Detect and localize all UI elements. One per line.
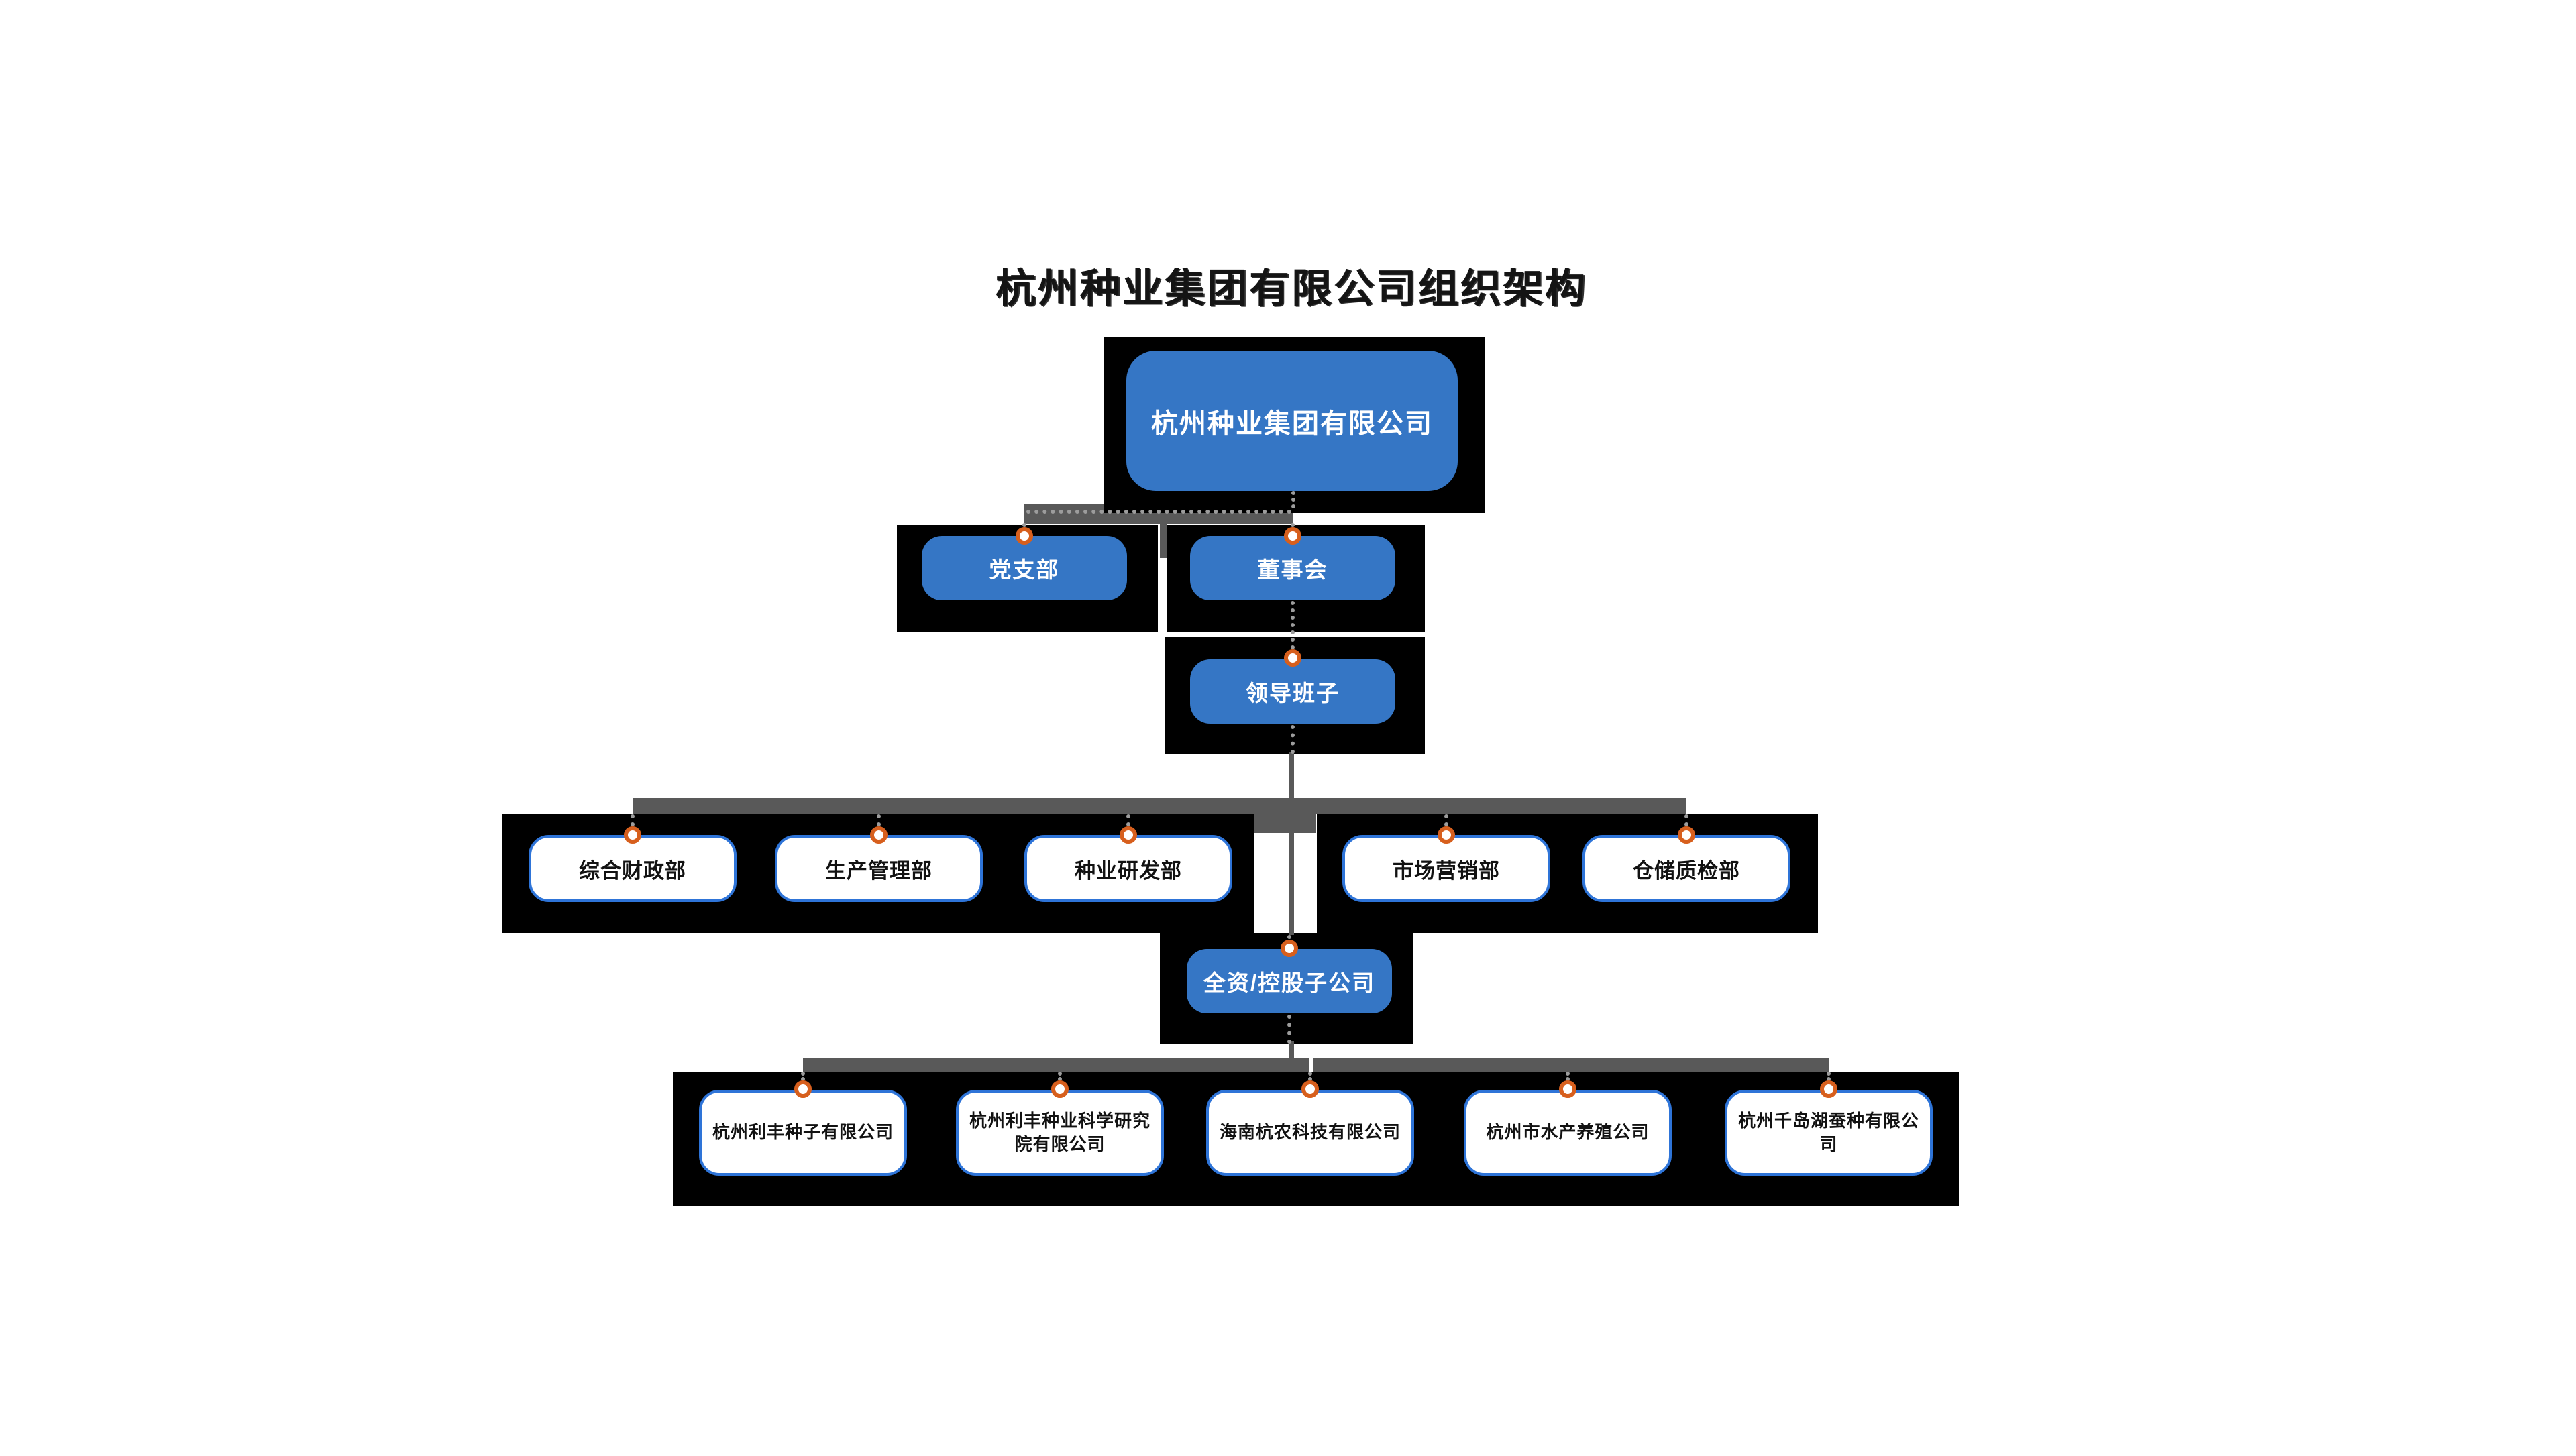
- dotted-drop-dept-3: [1126, 814, 1130, 826]
- dotted-drop-sub-4: [1566, 1072, 1570, 1081]
- dotted-root-down: [1291, 491, 1295, 508]
- org-node-dept-research-label: 种业研发部: [1075, 858, 1182, 883]
- dotted-drop-party-branch: [1022, 523, 1026, 528]
- dotted-leadership-down: [1291, 725, 1295, 754]
- org-node-party-branch[interactable]: 党支部: [922, 536, 1127, 600]
- anchor-dot-icon: [794, 1080, 812, 1098]
- dotted-drop-dept-1: [631, 814, 635, 826]
- connector-trunk-holding: [1289, 833, 1294, 935]
- org-node-dept-finance[interactable]: 综合财政部: [529, 835, 737, 902]
- org-node-root[interactable]: 杭州种业集团有限公司: [1126, 351, 1458, 491]
- org-node-dept-marketing-label: 市场营销部: [1393, 858, 1500, 883]
- dotted-holding-down: [1287, 1015, 1291, 1044]
- dotted-drop-sub-5: [1827, 1072, 1831, 1081]
- org-node-sub-lifeng-seed-label: 杭州利丰种子有限公司: [712, 1122, 894, 1143]
- org-node-leadership[interactable]: 领导班子: [1190, 659, 1395, 724]
- org-node-sub-qiandaohu-label: 杭州千岛湖蚕种有限公司: [1737, 1110, 1919, 1154]
- org-node-sub-lifeng-research[interactable]: 杭州利丰种业科学研究院有限公司: [956, 1090, 1164, 1176]
- connector-bar-departments: [633, 798, 1686, 814]
- dotted-drop-sub-3: [1308, 1072, 1312, 1081]
- dotted-drop-dept-4: [1444, 814, 1448, 826]
- org-node-dept-production-label: 生产管理部: [825, 858, 932, 883]
- dotted-drop-dept-5: [1684, 814, 1688, 826]
- dotted-horizontal-level2: [1026, 510, 1291, 514]
- anchor-dot-icon: [1301, 1080, 1319, 1098]
- anchor-dot-icon: [1120, 826, 1137, 844]
- anchor-dot-icon: [1438, 826, 1455, 844]
- org-node-holding-label: 全资/控股子公司: [1203, 970, 1376, 995]
- org-node-dept-warehouse-qc[interactable]: 仓储质检部: [1582, 835, 1790, 902]
- dotted-drop-board: [1291, 523, 1295, 528]
- anchor-dot-icon: [1678, 826, 1695, 844]
- connector-trunk-leadership: [1289, 752, 1294, 800]
- org-node-board-label: 董事会: [1257, 557, 1328, 582]
- org-node-sub-hainan-hangnong[interactable]: 海南杭农科技有限公司: [1206, 1090, 1414, 1176]
- connector-bar-subsidiaries: [803, 1058, 1829, 1072]
- anchor-dot-icon: [1016, 527, 1033, 545]
- anchor-dot-icon: [870, 826, 888, 844]
- page-title: 杭州种业集团有限公司组织架构: [996, 266, 1587, 311]
- org-node-sub-aquaculture[interactable]: 杭州市水产养殖公司: [1464, 1090, 1672, 1176]
- dotted-drop-sub-1: [801, 1072, 805, 1081]
- dotted-drop-holding: [1287, 935, 1291, 941]
- org-node-dept-warehouse-qc-label: 仓储质检部: [1633, 858, 1740, 883]
- anchor-dot-icon: [624, 826, 641, 844]
- anchor-dot-icon: [1559, 1080, 1576, 1098]
- dotted-drop-sub-2: [1058, 1072, 1062, 1081]
- anchor-dot-icon: [1820, 1080, 1837, 1098]
- dotted-drop-dept-2: [877, 814, 881, 826]
- connector-stub-level2: [1160, 524, 1167, 558]
- org-node-dept-finance-label: 综合财政部: [579, 858, 686, 883]
- connector-trunk-subsidiaries: [1289, 1041, 1294, 1060]
- org-node-root-label: 杭州种业集团有限公司: [1151, 408, 1433, 439]
- org-node-holding[interactable]: 全资/控股子公司: [1187, 949, 1392, 1013]
- org-node-sub-lifeng-seed[interactable]: 杭州利丰种子有限公司: [699, 1090, 907, 1176]
- anchor-dot-icon: [1284, 649, 1301, 667]
- org-node-sub-hainan-hangnong-label: 海南杭农科技有限公司: [1219, 1122, 1401, 1143]
- dotted-board-to-leadership: [1291, 601, 1295, 649]
- org-node-leadership-label: 领导班子: [1246, 681, 1340, 706]
- connector-bar-seam: [1309, 1058, 1313, 1072]
- org-node-sub-lifeng-research-label: 杭州利丰种业科学研究院有限公司: [969, 1110, 1150, 1154]
- anchor-dot-icon: [1281, 940, 1298, 957]
- org-node-dept-production[interactable]: 生产管理部: [775, 835, 983, 902]
- anchor-dot-icon: [1284, 527, 1301, 545]
- org-node-board[interactable]: 董事会: [1190, 536, 1395, 600]
- org-node-sub-aquaculture-label: 杭州市水产养殖公司: [1486, 1122, 1650, 1143]
- anchor-dot-icon: [1051, 1080, 1069, 1098]
- org-node-dept-marketing[interactable]: 市场营销部: [1342, 835, 1550, 902]
- org-node-sub-qiandaohu[interactable]: 杭州千岛湖蚕种有限公司: [1725, 1090, 1933, 1176]
- org-node-party-branch-label: 党支部: [989, 557, 1060, 582]
- org-node-dept-research[interactable]: 种业研发部: [1024, 835, 1232, 902]
- connector-stub-departments: [1254, 814, 1316, 833]
